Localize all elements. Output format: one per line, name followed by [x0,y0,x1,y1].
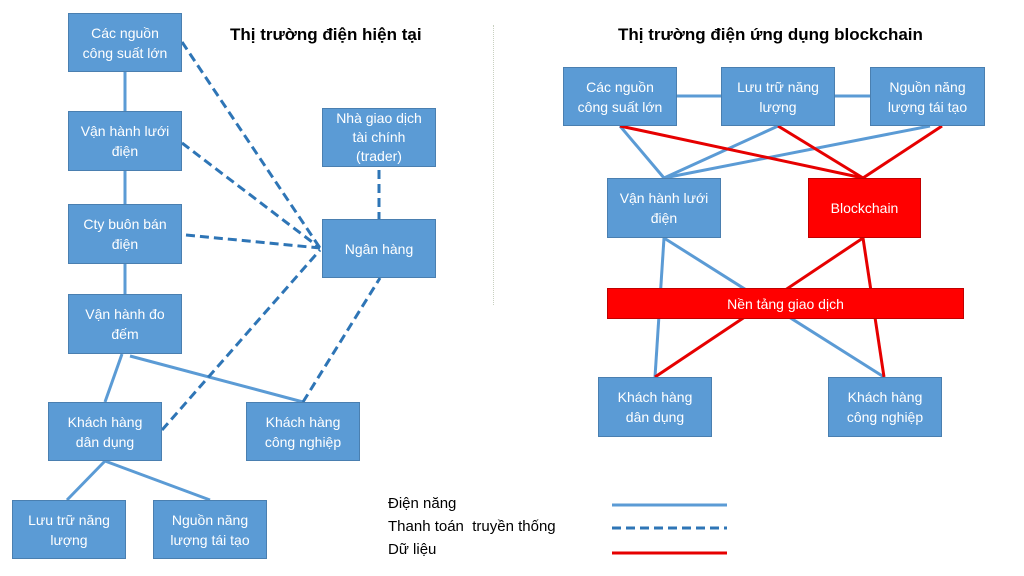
power-line [663,124,931,180]
legend-label-power: Điện năng [388,495,457,512]
node-storage: Lưu trữ năng lượng [721,67,835,126]
payment-line [185,233,321,250]
legend-swatches [612,503,727,555]
node-renewable: Nguồn năng lượng tái tạo [870,67,985,126]
payment-line [160,249,322,431]
power-line [65,459,107,502]
node-residential: Khách hàng dân dụng [48,402,162,461]
node-trader: Nhà giao dịch tài chính (trader) [322,108,436,167]
node-grid-operator: Vận hành lưới điện [607,178,721,238]
node-large-sources: Các nguồn công suất lớn [68,13,182,72]
node-bank: Ngân hàng [322,219,436,278]
power-line [618,125,666,179]
legend-label-payment: Thanh toán truyền thống [388,518,556,535]
power-line [104,459,211,502]
payment-line [180,41,322,249]
node-grid-operator: Vận hành lưới điện [68,111,182,171]
node-metering-operator: Vận hành đo đếm [68,294,182,354]
node-trading-company: Cty buôn bán điện [68,204,182,264]
data-lines-right [619,124,943,379]
node-industrial: Khách hàng công nghiệp [828,377,942,437]
section-divider [493,25,494,305]
right-diagram-title: Thị trường điện ứng dụng blockchain [618,25,923,44]
data-line [619,124,864,180]
payment-line [181,141,321,250]
payment-line [301,277,382,403]
node-trading-platform: Nền tảng giao dịch [607,288,964,319]
data-line [862,124,943,180]
node-residential: Khách hàng dân dụng [598,377,712,437]
power-line [663,124,779,180]
legend-label-data: Dữ liệu [388,541,437,558]
power-line [129,354,304,404]
power-lines-left [65,72,304,502]
data-line [777,124,864,180]
node-storage: Lưu trữ năng lượng [12,500,126,559]
node-blockchain: Blockchain [808,178,921,238]
power-line [103,353,124,403]
node-renewable: Nguồn năng lượng tái tạo [153,500,267,559]
left-diagram-title: Thị trường điện hiện tại [230,25,422,44]
node-industrial: Khách hàng công nghiệp [246,402,360,461]
payment-lines-left [160,41,382,431]
node-large-sources: Các nguồn công suất lớn [563,67,677,126]
